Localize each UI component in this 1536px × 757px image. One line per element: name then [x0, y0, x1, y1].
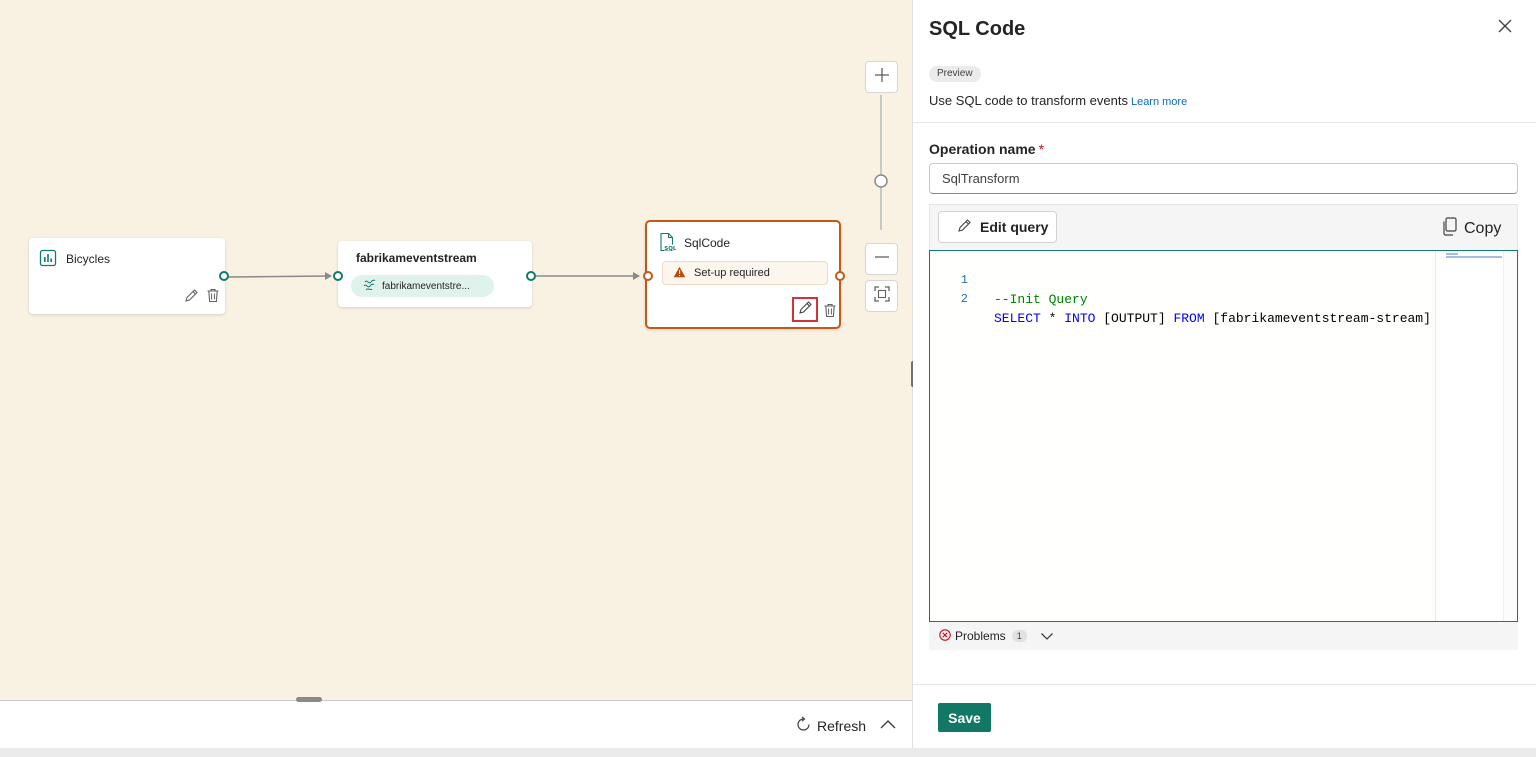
problems-label: Problems: [955, 629, 1006, 643]
node-title: Bicycles: [66, 252, 111, 266]
fit-view-icon: [873, 285, 890, 307]
expand-bottom-panel-button[interactable]: [878, 716, 898, 736]
setup-warning[interactable]: Set-up required: [662, 261, 828, 285]
node-title: SqlCode: [684, 236, 731, 250]
sql-code-editor[interactable]: 1 --Init Query 2 SELECT * INTO [OUTPUT] …: [929, 250, 1518, 622]
sql-code-panel: SQL Code Preview Use SQL code to transfo…: [913, 0, 1536, 748]
problems-count-badge: 1: [1011, 630, 1027, 642]
zoom-slider-thumb[interactable]: [874, 174, 888, 188]
code-line: 1 --Init Query: [930, 252, 1435, 307]
save-button[interactable]: Save: [938, 703, 991, 732]
error-icon: [939, 628, 951, 644]
output-port[interactable]: [526, 271, 536, 281]
node-title: fabrikameventstream: [356, 251, 477, 265]
zoom-in-button[interactable]: [865, 61, 898, 93]
operation-name-input[interactable]: [929, 163, 1518, 194]
divider: [913, 684, 1536, 685]
warning-icon: [673, 266, 686, 281]
refresh-button[interactable]: Refresh: [795, 716, 866, 736]
input-port[interactable]: [643, 271, 653, 281]
refresh-label: Refresh: [817, 718, 867, 734]
copy-icon: [1442, 217, 1458, 241]
pill-label: fabrikameventstre...: [382, 280, 470, 292]
input-port[interactable]: [333, 271, 343, 281]
pencil-icon: [957, 218, 972, 236]
code-line: 2 SELECT * INTO [OUTPUT] FROM [fabrikame…: [930, 271, 1435, 326]
connections-layer: [227, 95, 888, 280]
code-text: SELECT * INTO [OUTPUT] FROM [fabrikameve…: [994, 309, 1431, 328]
edit-query-button[interactable]: Edit query: [938, 211, 1057, 243]
operation-name-label: Operation name*: [929, 141, 1044, 157]
minimap-line: [1446, 253, 1458, 255]
close-panel-button[interactable]: [1495, 18, 1515, 38]
bar-chart-icon: [38, 248, 58, 268]
status-strip: [0, 748, 1536, 757]
arrowhead-2: [633, 272, 640, 280]
description-text: Use SQL code to transform events: [929, 93, 1128, 108]
line-number: 1: [960, 273, 968, 287]
pencil-icon: [798, 300, 813, 320]
source-node-bicycles[interactable]: Bicycles: [29, 238, 229, 314]
keyword: SELECT: [994, 311, 1041, 326]
code-minimap[interactable]: [1435, 251, 1503, 621]
close-icon: [1498, 19, 1512, 38]
label-text: Operation name: [929, 141, 1036, 157]
bottom-panel-resize-handle[interactable]: [296, 697, 322, 702]
minus-icon: [874, 249, 890, 270]
trash-icon[interactable]: [203, 285, 223, 305]
fit-to-view-button[interactable]: [865, 280, 898, 312]
pencil-icon[interactable]: [181, 285, 201, 305]
output-port[interactable]: [219, 271, 229, 281]
keyword: FROM: [1173, 311, 1205, 326]
editor-toolbar: Edit query Copy: [929, 204, 1518, 250]
zoom-out-button[interactable]: [865, 243, 898, 275]
editor-scrollbar[interactable]: [1503, 251, 1517, 621]
canvas[interactable]: Bicycles fabrikameventstream fabrikameve…: [0, 0, 912, 700]
code-token: [fabrikameventstream-stream]: [1204, 311, 1431, 326]
sql-file-icon: SQL: [657, 232, 677, 252]
sql-code-node[interactable]: SQL SqlCode Set-up required: [643, 220, 845, 329]
copy-button[interactable]: Copy: [1442, 217, 1501, 241]
output-port[interactable]: [835, 271, 845, 281]
trash-icon[interactable]: [820, 300, 840, 320]
eventstream-node[interactable]: fabrikameventstream fabrikameventstre...: [333, 241, 536, 307]
edit-node-button[interactable]: [792, 297, 818, 322]
required-marker: *: [1038, 141, 1045, 157]
chevron-up-icon: [879, 717, 897, 735]
stream-pill: fabrikameventstre...: [351, 275, 494, 297]
code-comment: --Init Query: [994, 292, 1088, 307]
minimap-line: [1446, 256, 1502, 258]
arrowhead-1: [325, 272, 332, 280]
code-token: [OUTPUT]: [1095, 311, 1174, 326]
preview-badge: Preview: [929, 66, 981, 82]
svg-text:SQL: SQL: [664, 246, 676, 252]
bottom-panel: [0, 700, 912, 748]
panel-title: SQL Code: [929, 18, 1026, 40]
copy-label: Copy: [1464, 220, 1502, 237]
line-number: 2: [960, 292, 968, 306]
chevron-down-icon[interactable]: [1039, 628, 1055, 644]
refresh-icon: [795, 716, 812, 736]
plus-icon: [874, 67, 890, 88]
learn-more-link[interactable]: Learn more: [1130, 96, 1188, 108]
keyword: INTO: [1064, 311, 1096, 326]
problems-bar[interactable]: Problems 1: [929, 622, 1518, 650]
edit-query-label: Edit query: [980, 219, 1049, 235]
warning-text: Set-up required: [694, 267, 770, 279]
connector-source-stream: [227, 275, 331, 278]
code-token: *: [1040, 311, 1065, 326]
divider: [913, 122, 1536, 123]
eventstream-icon: [363, 278, 376, 294]
